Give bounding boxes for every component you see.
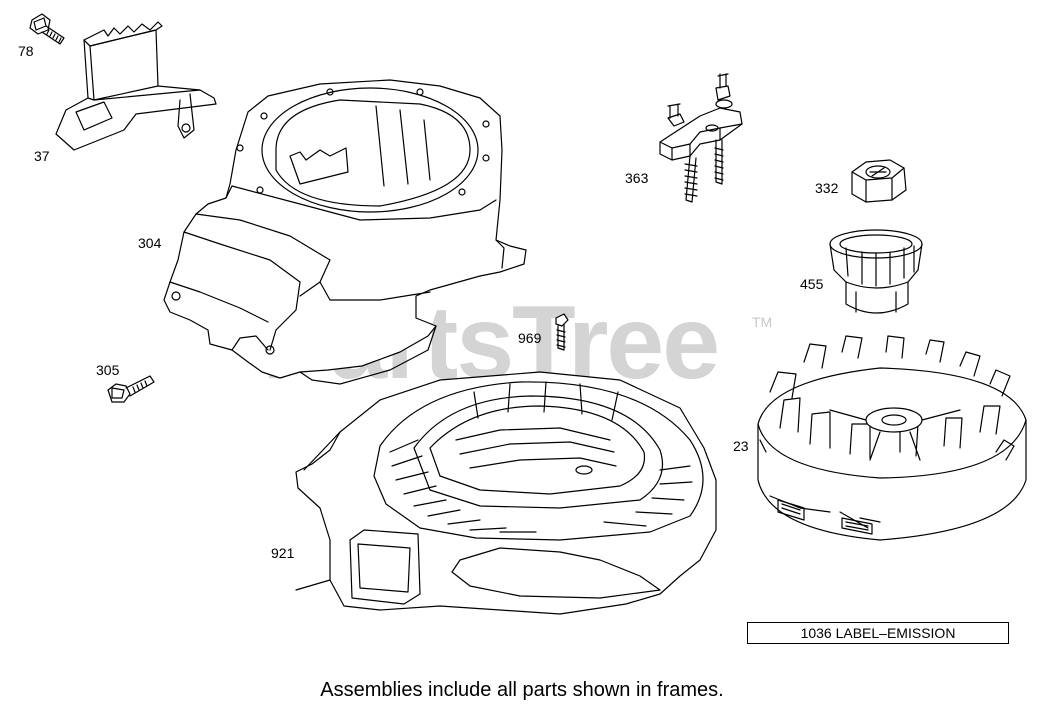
part-label-304: 304 bbox=[138, 235, 162, 251]
watermark-trademark: TM bbox=[752, 314, 773, 330]
part-label-305: 305 bbox=[96, 362, 120, 378]
part-label-363: 363 bbox=[625, 170, 649, 186]
part-label-455: 455 bbox=[800, 276, 824, 292]
part-label-23: 23 bbox=[733, 438, 749, 454]
part-304-blower-housing bbox=[163, 79, 527, 385]
part-455-starter-cup bbox=[829, 229, 923, 314]
part-363-bracket bbox=[659, 73, 743, 203]
part-969-screw bbox=[555, 313, 569, 351]
part-label-921: 921 bbox=[271, 545, 295, 561]
part-78-screw bbox=[29, 13, 65, 45]
emission-label-frame: 1036 LABEL–EMISSION bbox=[747, 622, 1009, 644]
part-label-37: 37 bbox=[34, 148, 50, 164]
part-label-78: 78 bbox=[18, 43, 34, 59]
part-921-engine-cover bbox=[295, 371, 717, 615]
part-label-969: 969 bbox=[518, 330, 542, 346]
part-23-flywheel bbox=[757, 335, 1027, 541]
diagram-caption: Assemblies include all parts shown in fr… bbox=[320, 679, 724, 701]
part-332-nut bbox=[851, 159, 907, 203]
part-label-332: 332 bbox=[815, 180, 839, 196]
part-305-bolt bbox=[107, 375, 155, 403]
part-37-air-guide bbox=[55, 21, 217, 151]
